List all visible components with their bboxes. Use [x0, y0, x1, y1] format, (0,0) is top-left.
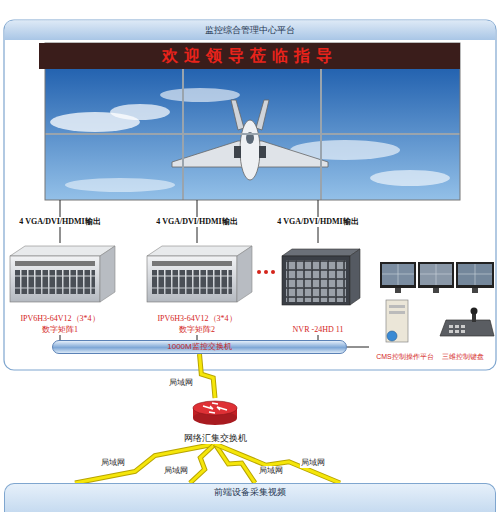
- edge-label: 4 VGA/DVI/HDMI输出: [276, 217, 359, 227]
- lan-link-outline: [190, 444, 215, 483]
- ellipsis-dots: [257, 270, 275, 274]
- node-text: 监控综合管理中心平台: [1, 20, 499, 40]
- router-icon: 网络汇集交换机: [178, 398, 252, 444]
- edge-label: 局域网: [168, 378, 194, 388]
- cms-workstation: CMS控制操作平台: [369, 296, 441, 362]
- matrix-device: IPV6H3-64V12（3*4）数字矩阵1: [5, 243, 115, 335]
- matrix-device: IPV6H3-64V12（3*4）数字矩阵2: [142, 243, 252, 335]
- node-text: 三维控制键盘: [442, 352, 484, 362]
- node-text: 数字矩阵2: [179, 324, 215, 335]
- nvr-device: NVR -24HD 11: [275, 243, 361, 335]
- lan-link-outline: [75, 444, 215, 483]
- lan-link: [200, 354, 216, 398]
- keyboard-picture: [440, 308, 494, 337]
- connector-stroke: [190, 444, 215, 483]
- panel-outline: [4, 20, 496, 370]
- server-pictures: [10, 246, 252, 302]
- video-wall: 欢迎领导莅临指导: [39, 43, 460, 200]
- connector-stroke: [215, 444, 340, 483]
- node-text: 数字矩阵1: [42, 324, 78, 335]
- switch-bar: 1000M监控交换机: [52, 340, 347, 354]
- node-text: IPV6H3-64V12（3*4）: [20, 313, 99, 324]
- edge-label: 4 VGA/DVI/HDMI输出: [155, 217, 238, 227]
- connector-line: [347, 347, 369, 348]
- edge-label: 4 VGA/DVI/HDMI输出: [18, 217, 101, 227]
- panel-band: 监控综合管理中心平台欢迎领导莅临指导IPV6H3-64V12（3*4）数字矩阵1…: [1, 20, 499, 370]
- lan-link: [75, 444, 215, 483]
- lan-link-outline: [215, 444, 340, 483]
- lan-link-outline: [200, 354, 216, 398]
- edge-label: 局域网: [163, 466, 189, 476]
- node-text: 前端设备采集视频: [214, 487, 286, 498]
- monitor-pictures: [380, 262, 494, 293]
- edge-label: 局域网: [100, 458, 126, 468]
- node-text: 欢迎领导莅临指导: [39, 43, 460, 69]
- node-text: CMS控制操作平台: [376, 352, 434, 362]
- node-text: IPV6H3-64V12（3*4）: [157, 313, 236, 324]
- control-keyboard: 三维控制键盘: [433, 306, 493, 362]
- node-text: 网络汇集交换机: [183, 433, 248, 444]
- pc-picture: [386, 300, 408, 342]
- frontend-band: 前端设备采集视频: [4, 483, 496, 512]
- connector-stroke: [75, 444, 215, 483]
- connector-stroke: [347, 347, 369, 348]
- edge-label: 局域网: [300, 458, 326, 468]
- connector-stroke: [200, 354, 216, 398]
- node-text: NVR -24HD 11: [293, 324, 344, 335]
- edge-label: 局域网: [258, 466, 284, 476]
- lan-link: [215, 444, 340, 483]
- nvr-picture: [282, 249, 360, 305]
- lan-link: [190, 444, 215, 483]
- router-picture: [193, 401, 237, 425]
- node-text: 1000M监控交换机: [167, 342, 231, 352]
